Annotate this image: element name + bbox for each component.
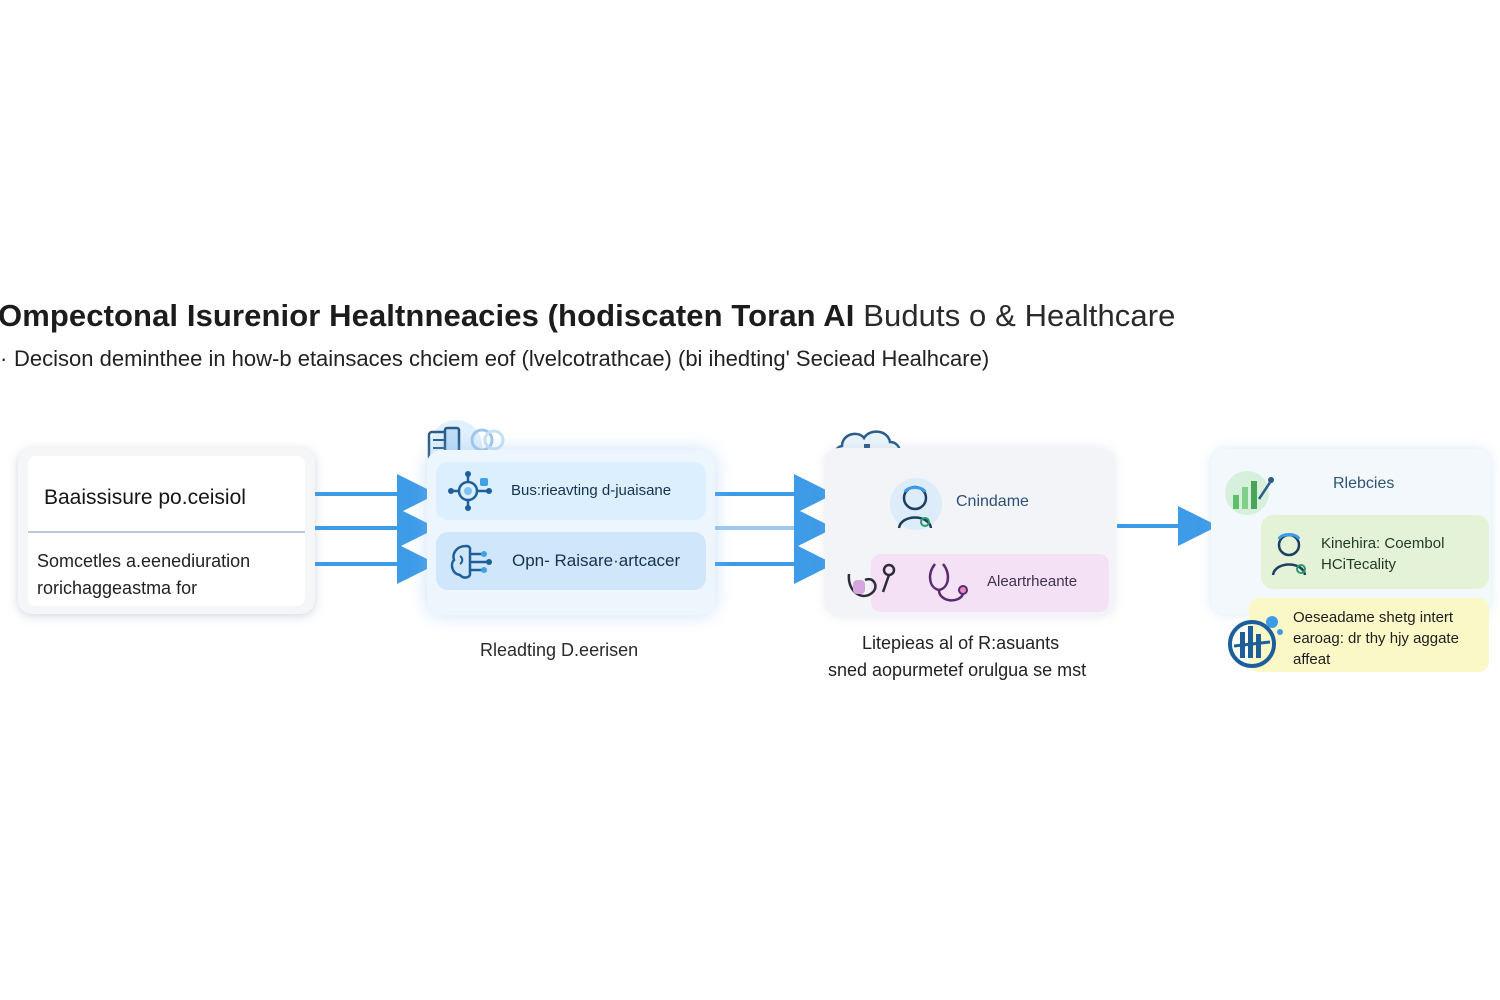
stage1-heading: Baaissisure po.ceisiol: [44, 486, 246, 509]
chart-icon: [1225, 471, 1274, 515]
stage2-item-1: Bus:rieavting d-juaisane: [436, 462, 706, 520]
stage2-item-2: Opn- Raisare·artcacer: [436, 532, 706, 590]
stage2-item-1-label: Bus:rieavting d-juaisane: [511, 482, 672, 499]
doctor-icon: [890, 478, 942, 530]
stage2-caption: Rleadting D.eerisen: [480, 640, 639, 660]
stage4-yellow-line3: affeat: [1293, 651, 1331, 668]
stage2-card: Bus:rieavting d-juaisane Opn- Raisare·ar…: [427, 450, 715, 615]
stage3-item-2: [871, 554, 1109, 612]
stage1-body: Somcetles a.eenediuration rorichaggeastm…: [37, 548, 250, 602]
stage4-yellow-line2: earoag: dr thy hjy aggate: [1293, 630, 1459, 647]
stage1-inner: Baaissisure po.ceisiol Somcetles a.eened…: [28, 456, 305, 606]
doctor-icon: [1271, 533, 1307, 576]
title-bold: Ompectonal Isurenior Healtnneacies (hodi…: [0, 298, 855, 333]
divider: [28, 531, 305, 533]
stage3-item-1-label: Cnindame: [956, 493, 1029, 510]
bullet: ·: [0, 346, 8, 371]
page-subtitle: ·Decison deminthee in how-b etainsaces c…: [0, 346, 989, 372]
stage1-card: Baaissisure po.ceisiol Somcetles a.eened…: [18, 448, 315, 614]
stage3-caption-line1: Litepieas al of R:asuants: [862, 633, 1060, 653]
stage4-yellow-item: Oeseadame shetg intert earoag: dr thy hj…: [1249, 598, 1489, 672]
stage4-green-text: Kinehira: Coembol HCiTecality: [1321, 533, 1444, 575]
subtitle-text: Decison deminthee in how-b etainsaces ch…: [14, 346, 990, 371]
page-title: Ompectonal Isurenior Healtnneacies (hodi…: [0, 298, 1176, 334]
stage3-item-2-label: Aleartrheante: [987, 573, 1078, 590]
stage4-yellow-line1: Oeseadame shetg intert: [1293, 609, 1454, 626]
stage4-green-line1: Kinehira: Coembol: [1321, 535, 1445, 552]
stage4-card: Rlebcies Kinehira: Coembol HCiTecality: [1211, 449, 1491, 614]
network-gear-icon: [448, 471, 492, 511]
stethoscope-icon: [847, 563, 968, 602]
stage4-green-item: Kinehira: Coembol HCiTecality: [1261, 515, 1489, 589]
stage1-body-line2: rorichaggeastma for: [37, 578, 198, 598]
stage4-green-line2: HCiTecality: [1321, 556, 1397, 573]
stage4-label: Rlebcies: [1333, 475, 1395, 492]
stage2-item-2-label: Opn- Raisare·artcacer: [512, 551, 681, 570]
analytics-icon: [1228, 616, 1283, 668]
brain-circuit-icon: [450, 544, 492, 579]
stage4-yellow-text: Oeseadame shetg intert earoag: dr thy hj…: [1293, 607, 1459, 670]
stage1-body-line1: Somcetles a.eenediuration: [37, 551, 251, 571]
title-regular: Buduts o & Healthcare: [863, 298, 1176, 333]
stage3-card: Cnindame Aleartrheante: [825, 448, 1115, 616]
stage3-caption-line2: sned aopurmetef orulgua se mst: [828, 660, 1087, 680]
